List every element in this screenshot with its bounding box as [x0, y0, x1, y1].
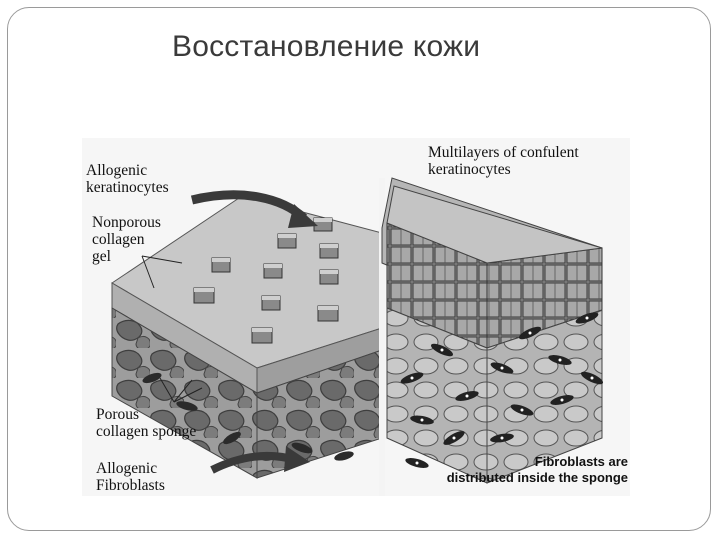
- label-line: keratinocytes: [428, 161, 511, 178]
- label-line: collagen: [92, 231, 145, 248]
- label-nonporous-collagen-gel: Nonporous collagen gel: [92, 214, 161, 265]
- label-line: Fibroblasts: [96, 477, 165, 494]
- label-line: collagen sponge: [96, 423, 197, 440]
- label-line: distributed inside the sponge: [446, 470, 628, 485]
- label-fibroblasts-distributed: Fibroblasts are distributed inside the s…: [412, 454, 628, 486]
- right-scaffold: [381, 177, 604, 484]
- label-line: Multilayers of confulent: [428, 144, 579, 161]
- label-line: keratinocytes: [86, 179, 169, 196]
- label-line: Nonporous: [92, 214, 161, 231]
- skin-regeneration-figure: Allogenic keratinocytes Nonporous collag…: [82, 138, 630, 496]
- label-line: Porous: [96, 406, 140, 423]
- label-line: gel: [92, 248, 111, 265]
- label-line: Fibroblasts are: [534, 454, 628, 469]
- label-allogenic-fibroblasts: Allogenic Fibroblasts: [96, 460, 165, 494]
- slide-title: Восстановление кожи: [172, 30, 481, 63]
- label-line: Allogenic: [96, 460, 158, 477]
- label-line: Allogenic: [86, 162, 148, 179]
- label-multilayers-keratinocytes: Multilayers of confulent keratinocytes: [428, 144, 579, 178]
- label-porous-collagen-sponge: Porous collagen sponge: [96, 406, 196, 440]
- diagram-illustration: [111, 177, 604, 496]
- label-allogenic-keratinocytes: Allogenic keratinocytes: [86, 162, 169, 196]
- left-scaffold: [111, 190, 383, 479]
